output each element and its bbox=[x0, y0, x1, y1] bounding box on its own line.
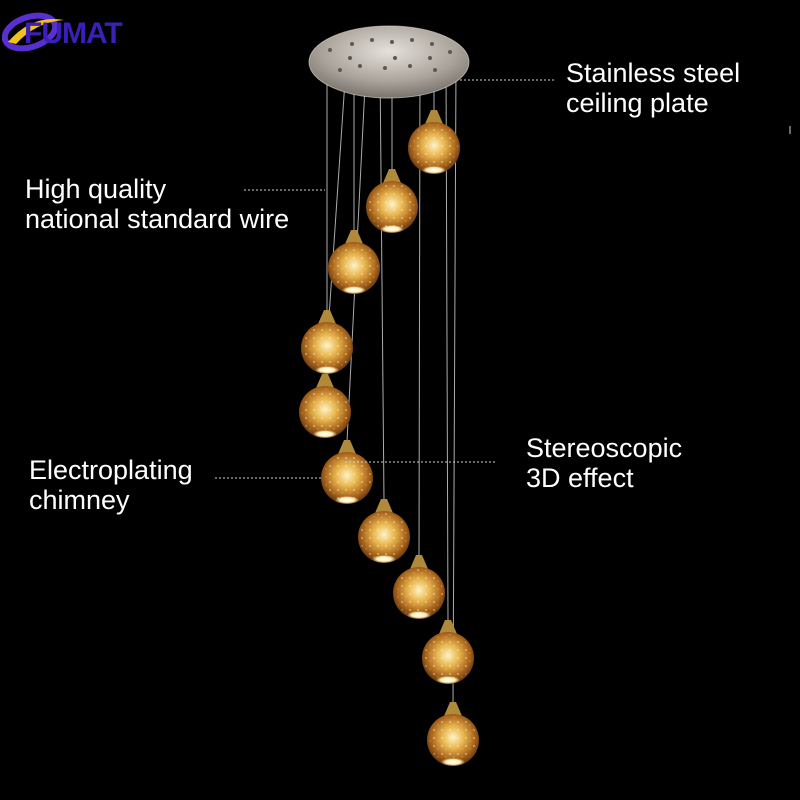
plate-screw bbox=[393, 56, 397, 60]
plate-screw bbox=[433, 68, 437, 72]
callout-ceiling-plate: Stainless steel ceiling plate bbox=[566, 58, 740, 118]
chimney bbox=[316, 374, 334, 388]
logo-swoosh-icon bbox=[8, 18, 64, 44]
chimney bbox=[439, 620, 457, 634]
pendant-globe bbox=[301, 310, 353, 374]
globe-bottom-glow bbox=[380, 225, 404, 233]
callout-stereo-line1: Stereoscopic bbox=[526, 433, 683, 463]
pendant-globe bbox=[358, 499, 410, 563]
callout-wire-line2: national standard wire bbox=[25, 204, 290, 234]
globe-bottom-glow bbox=[372, 555, 396, 563]
globe-sparkle bbox=[330, 244, 378, 292]
callout-ceiling-plate-line1: Stainless steel bbox=[566, 58, 741, 88]
callout-ceiling-plate-line2: ceiling plate bbox=[566, 88, 709, 118]
callout-wire-line1: High quality bbox=[25, 174, 167, 204]
plate-screw bbox=[328, 48, 332, 52]
pendant-globe bbox=[366, 169, 418, 233]
plate-screw bbox=[350, 42, 354, 46]
pendant-globe bbox=[328, 230, 380, 294]
globe-bottom-glow bbox=[441, 758, 465, 766]
plate-screw bbox=[428, 56, 432, 60]
globe-sparkle bbox=[303, 324, 351, 372]
chimney bbox=[383, 169, 401, 183]
logo-text: FUMAT bbox=[24, 17, 122, 50]
ceiling-plate bbox=[308, 25, 470, 99]
plate-screw bbox=[383, 66, 387, 70]
pendant-wire bbox=[379, 65, 385, 502]
globe-bottom-glow bbox=[315, 366, 339, 374]
globe-sparkle bbox=[360, 513, 408, 561]
globe-sparkle bbox=[323, 454, 371, 502]
globe-bottom-glow bbox=[335, 496, 359, 504]
callout-wire: High quality national standard wire bbox=[25, 174, 289, 234]
globe-bottom-glow bbox=[422, 166, 446, 174]
plate-screw bbox=[448, 50, 452, 54]
plate-screw bbox=[390, 40, 394, 44]
globe-sparkle bbox=[429, 716, 477, 764]
callout-stereo: Stereoscopic 3D effect bbox=[526, 433, 682, 493]
chimney bbox=[444, 702, 462, 716]
pendant-globe bbox=[427, 702, 479, 766]
pendant-globe bbox=[321, 440, 373, 504]
globe-sparkle bbox=[424, 634, 472, 682]
pendant-wire bbox=[452, 65, 457, 705]
callout-chimney: Electroplating chimney bbox=[29, 455, 193, 515]
plate-screw bbox=[430, 42, 434, 46]
globe-bottom-glow bbox=[313, 430, 337, 438]
plate-screw bbox=[348, 56, 352, 60]
pendant-globe bbox=[393, 555, 445, 619]
plate-screw bbox=[408, 64, 412, 68]
callout-chimney-line2: chimney bbox=[29, 485, 130, 515]
pendant-globe bbox=[422, 620, 474, 684]
chimney bbox=[425, 110, 443, 124]
pendant-globes bbox=[299, 110, 479, 766]
pendant-globe bbox=[299, 374, 351, 438]
pendant-globe bbox=[408, 110, 460, 174]
globe-bottom-glow bbox=[407, 611, 431, 619]
globe-sparkle bbox=[368, 183, 416, 231]
globe-sparkle bbox=[395, 569, 443, 617]
chimney bbox=[410, 555, 428, 569]
globe-sparkle bbox=[301, 388, 349, 436]
plate-screw bbox=[338, 68, 342, 72]
plate-screw bbox=[370, 38, 374, 42]
chimney bbox=[345, 230, 363, 244]
chimney bbox=[375, 499, 393, 513]
plate-screw bbox=[410, 38, 414, 42]
callout-stereo-line2: 3D effect bbox=[526, 463, 634, 493]
callout-chimney-line1: Electroplating bbox=[29, 455, 193, 485]
logo-ring-icon bbox=[2, 12, 59, 52]
globe-sparkle bbox=[410, 124, 458, 172]
plate-screw bbox=[358, 64, 362, 68]
fumat-logo: FUMAT bbox=[2, 12, 123, 52]
globe-bottom-glow bbox=[342, 286, 366, 294]
chimney bbox=[318, 310, 336, 324]
globe-bottom-glow bbox=[436, 676, 460, 684]
chimney bbox=[338, 440, 356, 454]
leader-lines bbox=[215, 79, 556, 479]
